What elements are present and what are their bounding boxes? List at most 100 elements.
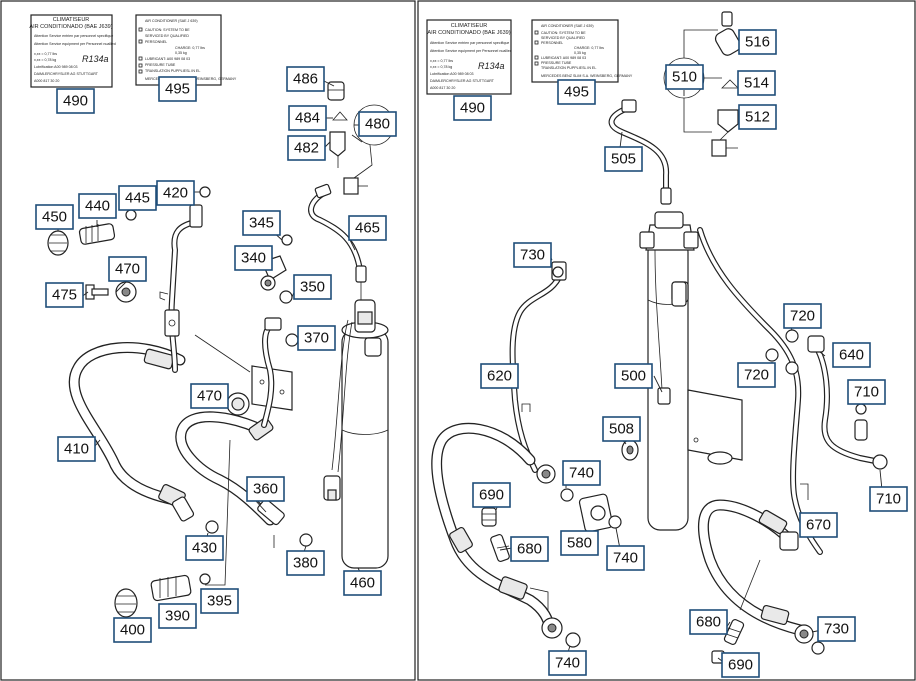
callout-514-text: 514 — [744, 75, 769, 92]
hose-right-drawing — [697, 499, 814, 644]
leader-395-drawing — [205, 439, 231, 586]
oring-730-bottom-drawing — [811, 641, 825, 655]
left-label-490: CLIMATISEUR AIR CONDITIONADO (BAE J639) … — [29, 14, 116, 88]
callout-690-right[interactable]: 690 — [721, 652, 760, 678]
callout-680-left-text: 680 — [517, 541, 542, 558]
callout-482[interactable]: 482 — [287, 135, 326, 161]
callout-730-bottom[interactable]: 730 — [817, 616, 856, 642]
callout-470-upper[interactable]: 470 — [108, 256, 147, 282]
callout-580[interactable]: 580 — [560, 530, 599, 556]
callout-360-text: 360 — [253, 481, 278, 498]
callout-400-text: 400 — [120, 622, 145, 639]
callout-340[interactable]: 340 — [234, 245, 273, 271]
oring-395-drawing — [199, 573, 211, 585]
callout-410[interactable]: 410 — [57, 436, 96, 462]
switch-484-drawing — [332, 111, 348, 121]
right-label-495-title: AIR CONDITIONER (SAE J 639) — [541, 24, 594, 28]
callout-516[interactable]: 516 — [738, 29, 777, 55]
right-label-490-title-2: AIR CONDITIONADO (BAE J639) — [427, 30, 510, 36]
callout-510[interactable]: 510 — [665, 64, 704, 90]
bolt-508-drawing — [621, 439, 639, 461]
right-label-495-row: 0,35 kg — [574, 51, 586, 55]
right-label-495-row: MERCEDES BENZ SLIM S.A. WEINSBERG, GERMA… — [541, 74, 633, 78]
callout-720-upper[interactable]: 720 — [783, 303, 822, 329]
callout-484[interactable]: 484 — [288, 105, 327, 131]
callout-470-upper-text: 470 — [115, 261, 140, 278]
callout-460[interactable]: 460 — [343, 570, 382, 596]
callout-680-right[interactable]: 680 — [689, 609, 728, 635]
callout-512[interactable]: 512 — [738, 104, 777, 130]
callout-680-left[interactable]: 680 — [510, 536, 549, 562]
callout-370-text: 370 — [304, 330, 329, 347]
left-label-495: AIR CONDITIONER (SAE J 639) CAUTION: SYS… — [135, 14, 237, 86]
oring-370-drawing — [285, 333, 299, 347]
callout-395[interactable]: 395 — [200, 588, 239, 614]
callout-505[interactable]: 505 — [604, 146, 643, 172]
left-label-495-title: AIR CONDITIONER (SAE J 639) — [145, 19, 198, 23]
callout-670[interactable]: 670 — [799, 512, 838, 538]
callout-360[interactable]: 360 — [246, 476, 285, 502]
pipe-420-drawing — [159, 204, 203, 373]
callout-710-upper[interactable]: 710 — [847, 379, 886, 405]
pipe-670-drawing — [671, 227, 823, 555]
receiver-drier-500-drawing — [639, 211, 743, 531]
left-panel: CLIMATISEUR AIR CONDITIONADO (BAE J639) … — [29, 14, 395, 618]
callout-400[interactable]: 400 — [113, 617, 152, 643]
callout-500[interactable]: 500 — [614, 363, 653, 389]
callout-510-text: 510 — [672, 69, 697, 86]
oring-740-top-drawing — [560, 488, 574, 502]
callout-480[interactable]: 480 — [358, 111, 397, 137]
left-label-490-row: Attention Service equipment per Personne… — [34, 42, 116, 46]
callout-445[interactable]: 445 — [118, 185, 157, 211]
callout-740-mid[interactable]: 740 — [606, 545, 645, 571]
cap-690-left-drawing — [481, 507, 497, 527]
callout-740-top[interactable]: 740 — [562, 460, 601, 486]
callout-620[interactable]: 620 — [480, 363, 519, 389]
callout-410-text: 410 — [64, 441, 89, 458]
callout-495-left[interactable]: 495 — [158, 76, 197, 102]
callout-340-text: 340 — [241, 250, 266, 267]
callout-720-lower[interactable]: 720 — [737, 362, 776, 388]
left-label-495-row: PERSONNEL — [145, 40, 167, 44]
callout-445-text: 445 — [125, 190, 150, 207]
washer-470-drawing — [115, 281, 137, 303]
callout-740-top-text: 740 — [569, 465, 594, 482]
callout-514[interactable]: 514 — [737, 70, 776, 96]
callout-390[interactable]: 390 — [158, 603, 197, 629]
oring-740-bottom-drawing — [565, 632, 581, 648]
callout-495-right[interactable]: 495 — [557, 79, 596, 105]
detail-circle-510 — [663, 29, 722, 133]
callout-370[interactable]: 370 — [297, 325, 336, 351]
callout-490-left[interactable]: 490 — [56, 88, 95, 114]
callout-440[interactable]: 440 — [78, 193, 117, 219]
callout-690-left[interactable]: 690 — [472, 482, 511, 508]
fitting-390-drawing — [150, 574, 192, 602]
oring-710-upper-drawing — [855, 403, 867, 415]
callout-730-top-text: 730 — [520, 247, 545, 264]
fitting-440-drawing — [78, 223, 116, 245]
callout-380[interactable]: 380 — [286, 550, 325, 576]
callout-740-bottom[interactable]: 740 — [548, 650, 587, 676]
right-panel: CLIMATISEUR AIR CONDITIONADO (BAE J639) … — [426, 11, 888, 664]
callout-465[interactable]: 465 — [348, 215, 387, 241]
callout-640[interactable]: 640 — [832, 342, 871, 368]
callout-475[interactable]: 475 — [45, 282, 84, 308]
callout-430[interactable]: 430 — [185, 535, 224, 561]
callout-730-top[interactable]: 730 — [513, 242, 552, 268]
callout-490-right[interactable]: 490 — [453, 95, 492, 121]
callout-640-text: 640 — [839, 347, 864, 364]
callout-350[interactable]: 350 — [293, 274, 332, 300]
callout-508[interactable]: 508 — [602, 416, 641, 442]
callout-470-lower[interactable]: 470 — [190, 383, 229, 409]
right-label-490-row: Attention Service entrien par personnel … — [430, 41, 509, 45]
callout-465-text: 465 — [355, 220, 380, 237]
callout-420[interactable]: 420 — [156, 180, 195, 206]
callout-345[interactable]: 345 — [242, 210, 281, 236]
right-label-490-title-1: CLIMATISEUR — [451, 23, 488, 29]
callout-450[interactable]: 450 — [35, 204, 74, 230]
callout-710-lower[interactable]: 710 — [869, 486, 908, 512]
fitting-450-drawing — [47, 230, 69, 256]
left-label-490-row: A000 817 30 20 — [34, 79, 59, 83]
hose-680-left-drawing — [431, 422, 563, 639]
callout-486[interactable]: 486 — [286, 66, 325, 92]
